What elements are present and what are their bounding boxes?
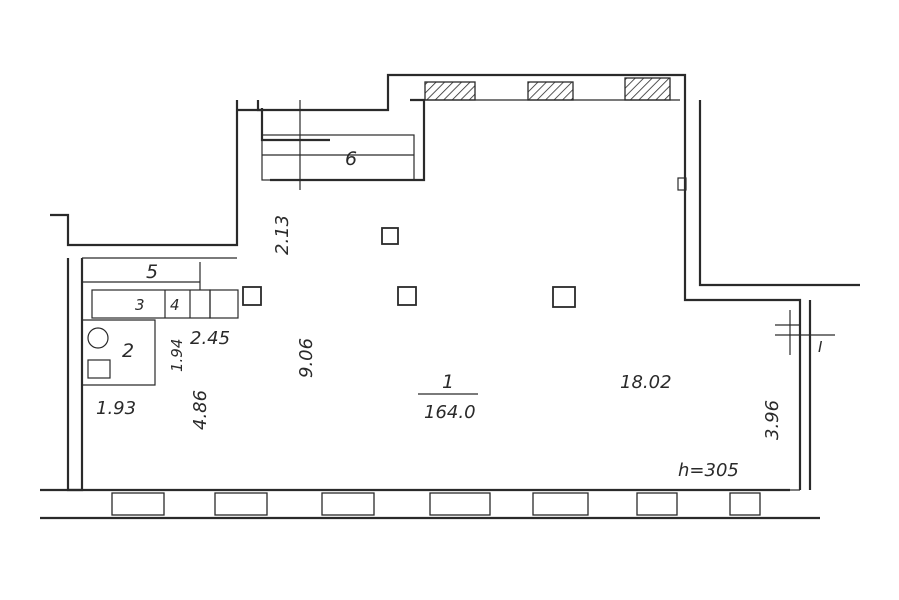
toilet-width-dimension: 1.93 xyxy=(96,398,136,419)
corridor-width-dimension: 2.45 xyxy=(190,328,230,349)
columns xyxy=(242,177,687,308)
room-4-label: 4 xyxy=(170,296,180,314)
room-3-label: 3 xyxy=(135,296,145,314)
length-dimension: 18.02 xyxy=(620,372,672,393)
right-depth-dimension: 3.96 xyxy=(762,400,783,440)
room-5-label: 5 xyxy=(146,261,158,283)
entrance xyxy=(775,310,835,355)
top-windows xyxy=(424,77,671,101)
utility-block xyxy=(82,262,239,386)
main-room-number: 1 xyxy=(442,371,454,393)
outer-walls xyxy=(40,73,860,520)
main-depth-dimension: 9.06 xyxy=(296,338,317,378)
ceiling-height: h=305 xyxy=(678,460,739,481)
storage-room-6 xyxy=(261,100,415,190)
niche-dimension: 2.13 xyxy=(272,215,293,255)
bottom-windows xyxy=(111,492,761,516)
room-6-label: 6 xyxy=(345,148,357,170)
toilet-depth-dimension: 1.94 xyxy=(168,339,186,372)
main-room-area: 164.0 xyxy=(424,402,476,423)
room-2-label: 2 xyxy=(122,340,134,362)
entrance-mark: I xyxy=(818,338,823,356)
left-depth-dimension: 4.86 xyxy=(190,390,211,430)
